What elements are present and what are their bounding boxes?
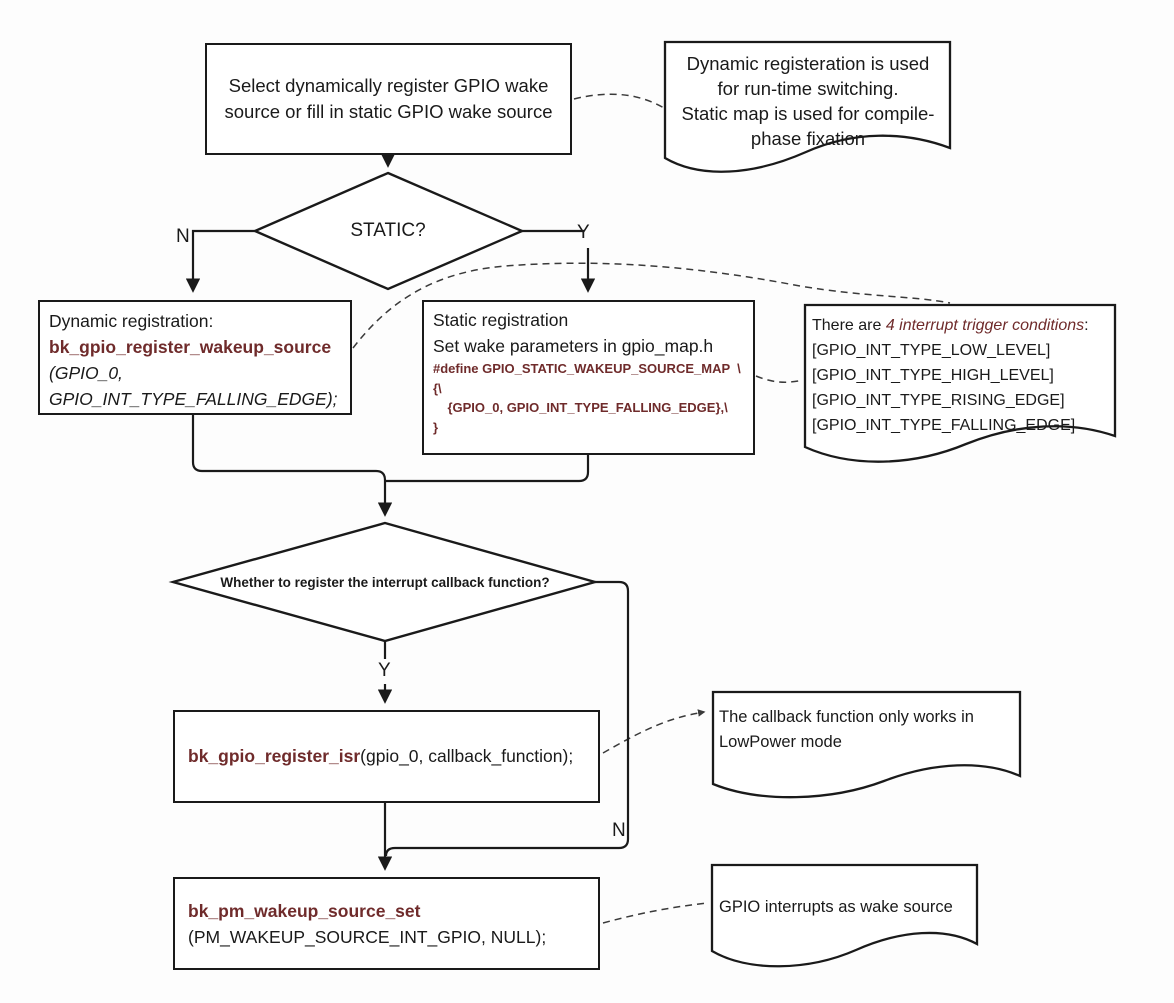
isr-function-name: bk_gpio_register_isr — [188, 746, 361, 766]
start-line: source or fill in static GPIO wake sourc… — [224, 101, 553, 122]
dynamic-function-name: bk_gpio_register_wakeup_source — [49, 337, 332, 357]
branch-label-callback-yes: Y — [378, 660, 391, 681]
callback-note-shape — [711, 690, 1022, 799]
branch-label-callback-no: N — [612, 820, 626, 841]
branch-label-static-no: N — [176, 226, 190, 247]
wake-note-shape — [710, 863, 979, 968]
static-title: Static registration — [433, 310, 569, 330]
edge-dynamic-to-callback-decision — [191, 415, 393, 517]
node-dynamic-registration: Dynamic registration: bk_gpio_register_w… — [38, 300, 352, 415]
isr-args: (gpio_0, callback_function); — [360, 746, 574, 766]
note-line: Static map is used for compile- — [681, 103, 935, 124]
dynamic-arg: GPIO_INT_TYPE_FALLING_EDGE); — [49, 389, 338, 409]
note-line: phase fixation — [750, 128, 866, 149]
branch-label-static-yes: Y — [577, 222, 590, 243]
pm-function-name: bk_pm_wakeup_source_set — [188, 900, 421, 921]
trigger-intro-line: There are 4 interrupt trigger conditions… — [812, 313, 1110, 338]
connector-lines — [185, 153, 630, 871]
trigger-item: [GPIO_INT_TYPE_HIGH_LEVEL] — [812, 367, 1054, 384]
note-line: GPIO interrupts as wake source — [719, 898, 953, 916]
note-line: Dynamic registeration is used — [686, 53, 930, 74]
callback-decision-diamond — [168, 521, 600, 643]
trigger-item: [GPIO_INT_TYPE_FALLING_EDGE] — [812, 417, 1076, 434]
note-registration: Dynamic registeration is used for run-ti… — [670, 51, 946, 151]
annotation-links — [352, 93, 951, 924]
edge-static-no — [185, 229, 256, 293]
decision-shapes — [168, 171, 600, 643]
edge-static-to-merge — [386, 455, 590, 483]
trigger-item: [GPIO_INT_TYPE_LOW_LEVEL] — [812, 342, 1051, 359]
note-callback: The callback function only works in LowP… — [719, 705, 1009, 755]
edge-callback-no — [384, 580, 630, 857]
node-pm-wakeup-source-set: bk_pm_wakeup_source_set (PM_WAKEUP_SOURC… — [173, 877, 600, 970]
static-code-line: {\ — [433, 380, 442, 396]
trigger-note-shape — [803, 303, 1117, 463]
decision-static: STATIC? — [255, 175, 521, 287]
link-pm-to-wake-note — [602, 902, 708, 924]
note-line: LowPower mode — [719, 733, 842, 751]
static-subtitle: Set wake parameters in gpio_map.h — [433, 336, 714, 356]
static-code-line: } — [433, 419, 439, 435]
static-code-line: #define GPIO_STATIC_WAKEUP_SOURCE_MAP \ — [433, 361, 741, 376]
static-code-line: {GPIO_0, GPIO_INT_TYPE_FALLING_EDGE},\ — [433, 400, 728, 415]
trigger-item: [GPIO_INT_TYPE_RISING_EDGE] — [812, 392, 1065, 409]
note-wake-source: GPIO interrupts as wake source — [719, 895, 971, 920]
trigger-prefix: There are — [812, 317, 886, 334]
static-decision-diamond — [251, 171, 526, 291]
note-trigger-conditions: There are 4 interrupt trigger conditions… — [812, 313, 1110, 438]
start-line: Select dynamically register GPIO wake — [228, 75, 549, 96]
node-start: Select dynamically register GPIO wake so… — [205, 43, 572, 155]
decision-callback-label: Whether to register the interrupt callba… — [220, 574, 550, 590]
note-line: for run-time switching. — [717, 78, 899, 99]
decision-static-label: STATIC? — [350, 220, 426, 241]
decision-callback: Whether to register the interrupt callba… — [175, 525, 595, 639]
link-isr-to-callback-note — [602, 709, 706, 754]
trigger-suffix: : — [1084, 317, 1089, 334]
registration-note-shape — [663, 40, 952, 173]
pm-args: (PM_WAKEUP_SOURCE_INT_GPIO, NULL); — [188, 926, 547, 947]
trigger-emphasis: 4 interrupt trigger conditions — [885, 317, 1085, 334]
node-register-isr: bk_gpio_register_isr(gpio_0, callback_fu… — [173, 710, 600, 803]
node-static-registration: Static registration Set wake parameters … — [422, 300, 755, 455]
dynamic-title: Dynamic registration: — [49, 311, 214, 331]
link-static-to-trigger-note — [755, 375, 804, 383]
note-line: The callback function only works in — [719, 708, 974, 726]
dynamic-arg: (GPIO_0, — [49, 363, 123, 383]
link-start-to-registration-note — [573, 93, 665, 109]
callout-shapes — [663, 40, 1117, 968]
